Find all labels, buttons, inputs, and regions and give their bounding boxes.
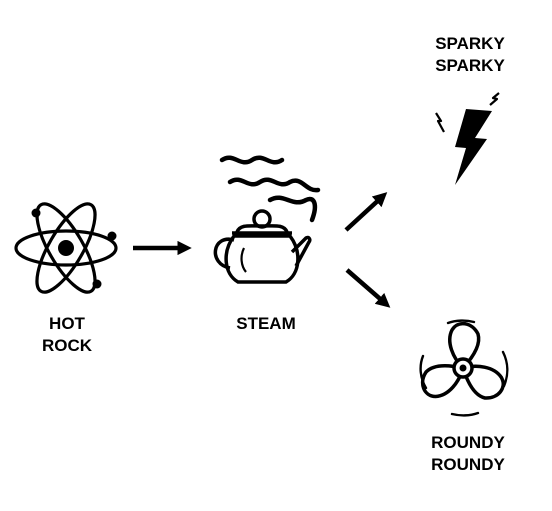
lightning-bolt-icon <box>435 92 500 185</box>
node-label-line: SPARKY <box>435 56 505 75</box>
node-label-roundy: ROUNDY ROUNDY <box>418 432 518 476</box>
node-label-line: ROUNDY <box>431 455 505 474</box>
node-label-line: STEAM <box>236 314 296 333</box>
node-label-steam: STEAM <box>218 313 314 335</box>
arrow-steam-to-roundy <box>345 268 391 308</box>
teapot-icon <box>213 155 321 284</box>
node-label-line: SPARKY <box>435 34 505 53</box>
node-label-line: HOT <box>49 314 85 333</box>
node-label-sparky: SPARKY SPARKY <box>420 33 520 77</box>
steam-wisps-icon <box>219 155 321 223</box>
arrow-steam-to-sparky <box>344 192 388 232</box>
propeller-fan-icon <box>419 319 509 417</box>
node-label-line: ROCK <box>41 336 93 355</box>
node-label-line: ROUNDY <box>431 433 505 452</box>
atom-icon <box>14 202 118 294</box>
node-label-hot-rock: HOT ROCK <box>22 313 112 357</box>
